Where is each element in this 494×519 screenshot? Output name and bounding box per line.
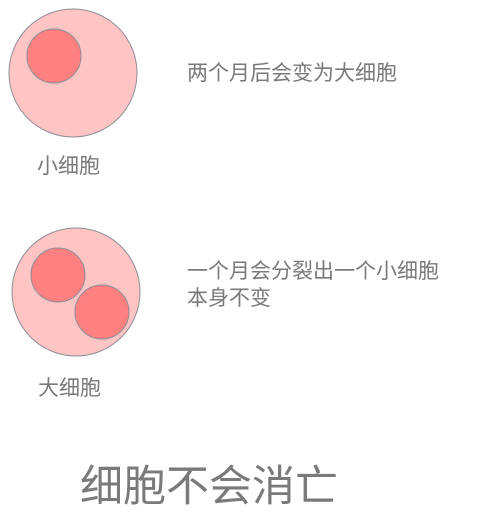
large-cell-nucleus-1 (30, 247, 86, 303)
small-cell-label: 小细胞 (37, 154, 100, 178)
large-cell-description: 一个月会分裂出一个小细胞 本身不变 (187, 258, 439, 312)
large-cell-description-line-1: 一个月会分裂出一个小细胞 (187, 259, 439, 283)
large-cell-label: 大细胞 (38, 376, 101, 400)
small-cell-diagram (8, 8, 138, 138)
large-cell-nucleus-2 (74, 284, 130, 340)
small-cell-nucleus (26, 28, 82, 84)
conclusion-text: 细胞不会消亡 (80, 462, 338, 512)
large-cell-description-line-2: 本身不变 (187, 286, 271, 310)
small-cell-description: 两个月后会变为大细胞 (187, 61, 397, 85)
large-cell-diagram (11, 227, 141, 357)
